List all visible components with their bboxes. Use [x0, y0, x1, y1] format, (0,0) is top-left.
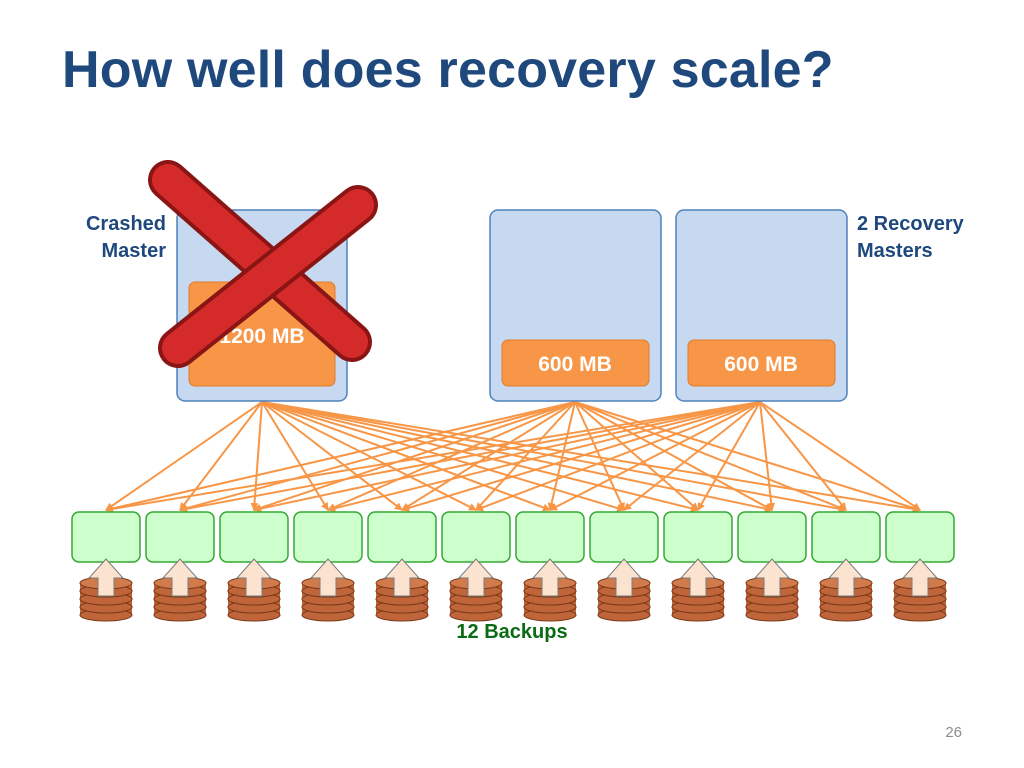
fanout-arrow	[179, 401, 576, 513]
recovery-master-2-memory	[687, 339, 836, 387]
backup-box	[515, 511, 585, 563]
fanout-arrow	[250, 401, 263, 511]
upload-arrow-icon	[383, 558, 421, 597]
fanout-arrow	[327, 401, 761, 513]
upload-arrow-icon	[531, 558, 569, 597]
fanout-arrow	[261, 401, 329, 511]
upload-arrow-icon	[309, 558, 347, 597]
fanout-arrow	[549, 401, 761, 511]
backup-7	[515, 511, 585, 622]
backup-box	[367, 511, 437, 563]
fanout-arrow	[623, 401, 761, 511]
crashed-master-label: Crashed Master	[60, 211, 166, 265]
upload-arrow-icon	[901, 558, 939, 597]
fanout-arrow	[179, 401, 761, 513]
fanout-arrow	[574, 401, 847, 512]
upload-arrow-icon	[605, 558, 643, 597]
backup-box	[663, 511, 733, 563]
backup-9	[663, 511, 733, 622]
backup-box	[219, 511, 289, 563]
fanout-arrow	[253, 401, 576, 512]
fanout-arrow	[261, 401, 699, 513]
upload-arrow-icon	[235, 558, 273, 597]
fanout-arrow	[401, 401, 576, 511]
fanout-arrow	[261, 401, 921, 513]
fanout-arrow	[105, 401, 576, 513]
backup-3	[219, 511, 289, 622]
fanout-arrow	[253, 401, 761, 513]
fanout-arrow	[401, 401, 761, 512]
backup-box	[737, 511, 807, 563]
upload-arrow-icon	[753, 558, 791, 597]
crashed-master-memory-label: 1200 MB	[219, 325, 304, 348]
fanout-arrow	[105, 401, 263, 511]
fanout-arrow	[759, 401, 776, 511]
crashed-master-label-line1: Crashed	[85, 213, 166, 235]
fanout-arrow	[261, 401, 477, 511]
backup-box	[441, 511, 511, 563]
backup-12	[885, 511, 955, 622]
fanout-arrow	[261, 401, 625, 512]
backup-1	[71, 511, 141, 622]
arrows-group	[105, 401, 921, 513]
recovery-master-1-memory-label: 600 MB	[538, 353, 612, 376]
backup-11	[811, 511, 881, 622]
page-number: 26	[945, 724, 962, 741]
backup-box	[145, 511, 215, 563]
recovery-master-2-memory-label: 600 MB	[724, 353, 798, 376]
upload-arrow-icon	[161, 558, 199, 597]
backup-8	[589, 511, 659, 622]
fanout-arrow	[697, 401, 761, 511]
recovery-masters-label: 2 Recovery Masters	[857, 211, 964, 265]
backup-6	[441, 511, 511, 622]
fanout-arrow	[547, 401, 576, 511]
fanout-arrow	[574, 401, 625, 511]
fanout-arrow	[261, 401, 551, 512]
backup-2	[145, 511, 215, 622]
fanout-arrow	[759, 401, 847, 511]
backup-5	[367, 511, 437, 622]
recovery-master-1-memory	[501, 339, 650, 387]
fanout-arrow	[574, 401, 773, 511]
fanout-arrow	[475, 401, 576, 511]
upload-arrow-icon	[457, 558, 495, 597]
recovery-masters-label-line1: 2 Recovery	[857, 213, 964, 235]
disk-icon	[375, 576, 429, 622]
backup-box	[293, 511, 363, 563]
fanout-arrow	[261, 401, 847, 513]
fanout-arrow	[179, 401, 263, 511]
fanout-arrow	[261, 401, 403, 511]
fanout-arrow	[574, 401, 699, 511]
crashed-master-label-line2: Master	[101, 240, 166, 262]
fanout-arrow	[105, 401, 761, 513]
upload-arrow-icon	[87, 558, 125, 597]
fanout-arrow	[475, 401, 761, 512]
fanout-arrow	[574, 401, 921, 512]
fanout-arrow	[327, 401, 576, 511]
backup-box	[589, 511, 659, 563]
recovery-master-2: 600 MB	[675, 209, 848, 402]
backups-label: 12 Backups	[456, 621, 568, 643]
backup-box	[885, 511, 955, 563]
upload-arrow-icon	[679, 558, 717, 597]
backup-4	[293, 511, 363, 622]
backups-group	[71, 511, 955, 622]
fanout-arrow	[261, 401, 773, 513]
recovery-master-1: 600 MB	[489, 209, 662, 402]
backup-10	[737, 511, 807, 622]
fanout-arrow	[759, 401, 921, 511]
recovery-masters-label-line2: Masters	[857, 240, 933, 262]
backup-box	[811, 511, 881, 563]
backup-box	[71, 511, 141, 563]
slide-title: How well does recovery scale?	[62, 41, 834, 99]
crashed-x-icon	[148, 160, 378, 368]
upload-arrow-icon	[827, 558, 865, 597]
